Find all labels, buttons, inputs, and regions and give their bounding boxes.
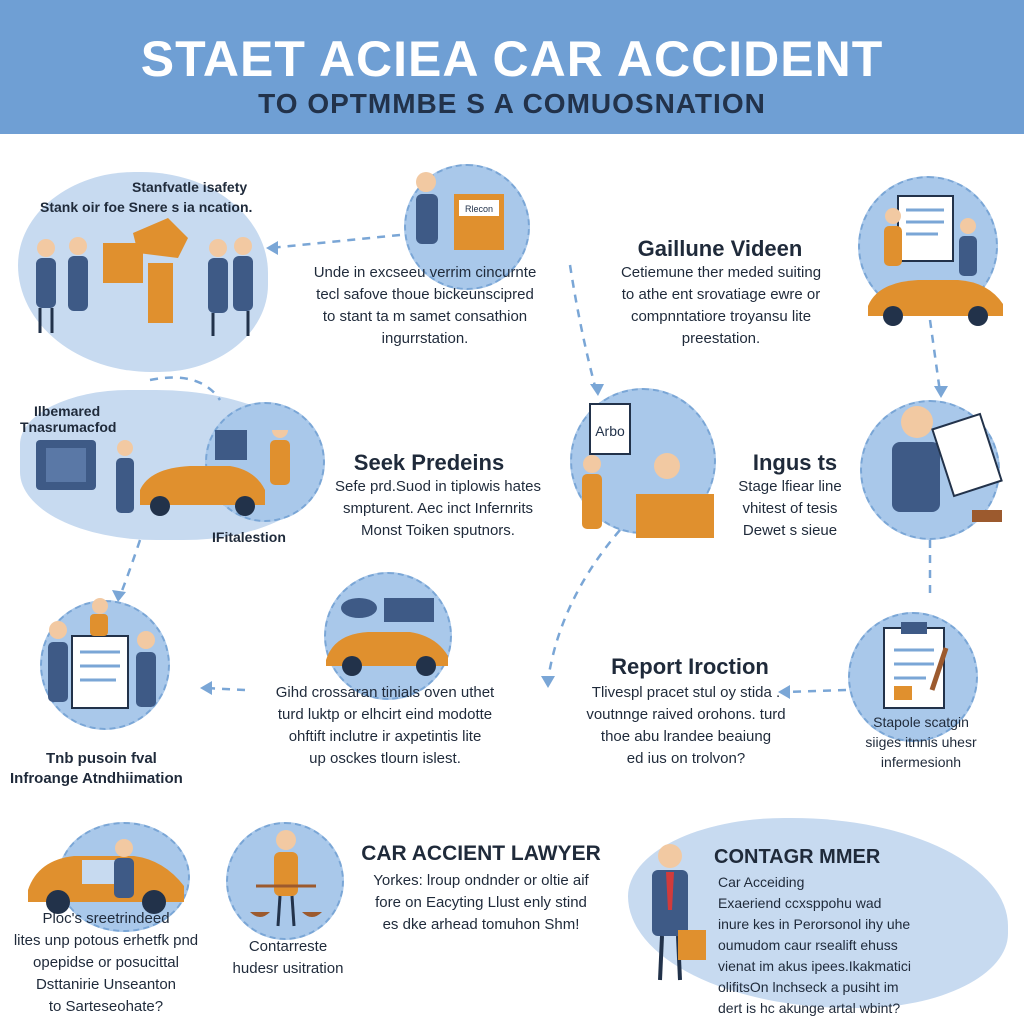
info-text: Gihd crossaran tinials oven uthet turd l…: [250, 682, 520, 770]
safety-line: Unde in excseeu verrim cincurnte: [313, 264, 537, 281]
video-line: Cetiemune ther meded suiting: [620, 264, 822, 281]
video-heading: Gaillune Videen: [637, 236, 803, 261]
lawyer-person-icon: [652, 844, 706, 981]
video-text: Cetiemune ther meded suiting to athe ent…: [596, 262, 846, 350]
info-label-1: Tnb pusoin fval: [46, 750, 157, 767]
info-line: ohftift inclutre ir axpetintis lite: [288, 728, 482, 745]
page-subtitle: TO OPTMMBE S A COMUOSNATION: [258, 88, 766, 119]
video-line: to athe ent srovatiage ewre or: [621, 286, 821, 303]
header-banner: STAET ACIEA CAR ACCIDENT TO OPTMMBE S A …: [0, 0, 1024, 134]
recon-sign: Rlecon: [465, 204, 493, 214]
report-label-line: Stapole scatgin: [873, 714, 969, 730]
people-scene-icon: [36, 218, 253, 336]
injuries-heading: Ingus ts: [752, 450, 838, 475]
photos-line: lites unp potous erhetfk pnd: [13, 932, 199, 949]
photos-line: opepidse or posucittal: [33, 954, 179, 971]
contact-line: dert is hc akunge artal wbint?: [718, 1000, 901, 1016]
safety-text: Unde in excseeu verrim cincurnte tecl sa…: [290, 262, 560, 350]
contact-line: olifitsOn lnchseck a pusiht im: [718, 979, 899, 995]
predins-text: Sefe prd.Suod in tiplowis hates smpturen…: [320, 476, 556, 542]
info-line: turd luktp or elhcirt eind modotte: [277, 706, 493, 723]
desk-person-icon: Arbo: [582, 403, 714, 538]
photo-car-icon: [28, 839, 184, 914]
lawyer-text: Yorkes: lroup ondnder or oltie aif fore …: [356, 870, 606, 936]
video-person-icon: Rlecon: [416, 172, 504, 250]
insurance-label-3: IFitalestion: [212, 529, 286, 545]
injuries-line: Stage lfiear line: [738, 478, 842, 495]
report-label-line: infermesionh: [880, 754, 962, 770]
medical-label: Contarreste hudesr usitration: [208, 936, 368, 980]
photos-line: Dsttanirie Unseanton: [35, 976, 177, 993]
injured-person-icon: [892, 406, 1003, 522]
contact-line: Exaeriend ccxsppohu wad: [718, 895, 882, 911]
safety-label-1: Stanfvatle isafety: [132, 179, 248, 195]
video-line: preestation.: [681, 330, 761, 347]
predins-line: Monst Toiken sputnors.: [361, 522, 515, 539]
contact-heading: CONTAGR MMER: [714, 846, 881, 868]
report-heading: Report Iroction: [611, 654, 769, 679]
contact-text: Car Acceiding Exaeriend ccxsppohu wad in…: [718, 872, 968, 1019]
info-line: up osckes tlourn islest.: [309, 750, 461, 767]
photos-line: Ploc's sreetrindeed: [42, 910, 170, 927]
medical-line: hudesr usitration: [232, 960, 344, 977]
predins-line: smpturent. Aec inct Infernrits: [342, 500, 534, 517]
photos-line: to Sarteseohate?: [48, 998, 164, 1015]
insurance-label-1: Ilbemared: [34, 403, 101, 419]
page-title: STAET ACIEA CAR ACCIDENT: [140, 31, 884, 87]
predins-line: Sefe prd.Suod in tiplowis hates: [335, 478, 541, 495]
damaged-car-icon: [326, 598, 448, 676]
insurance-label-2: Tnasrumacfod: [20, 419, 117, 435]
report-form-icon: [883, 622, 949, 709]
report-text: Tlivespl pracet stul oy stida . voutnnge…: [576, 682, 796, 770]
report-line: ed ius on trolvon?: [626, 750, 746, 767]
injuries-text: Stage lfiear line vhitest of tesis Dewet…: [720, 476, 860, 542]
report-line: voutnnge raived orohons. turd: [586, 706, 786, 723]
contact-line: vienat im akus ipees.Ikakmatici: [718, 958, 911, 974]
arbo-sign: Arbo: [595, 423, 625, 439]
contact-line: Car Acceiding: [718, 874, 805, 890]
injuries-line: Dewet s sieue: [742, 522, 838, 539]
document-car-icon: [868, 195, 1003, 326]
safety-line: to stant ta m samet consathion: [322, 308, 528, 325]
info-label-2: Infroange Atndhiimation: [10, 770, 183, 787]
medical-line: Contarreste: [248, 938, 328, 955]
safety-line: ingurrstation.: [381, 330, 469, 347]
safety-line: tecl safove thoue bickeunscipred: [316, 286, 534, 303]
report-line: Tlivespl pracet stul oy stida .: [591, 684, 781, 701]
contact-line: oumudom caur rsealift ehuss: [718, 937, 898, 953]
report-label-line: siiges itnnis uhesr: [865, 734, 977, 750]
insurance-car-icon: [36, 430, 290, 516]
photos-text: Ploc's sreetrindeed lites unp potous erh…: [6, 908, 206, 1018]
info-people-icon: [48, 598, 156, 709]
scales-person-icon: [250, 830, 322, 927]
safety-label-2: Stank oir foe Snere s ia ncation.: [40, 199, 253, 215]
injuries-line: vhitest of tesis: [742, 500, 838, 517]
report-line: thoe abu lrandee beaiung: [600, 728, 772, 745]
lawyer-line: es dke arhead tomuhon Shm!: [382, 916, 580, 933]
report-label: Stapole scatgin siiges itnnis uhesr infe…: [846, 712, 996, 772]
lawyer-line: Yorkes: lroup ondnder or oltie aif: [373, 872, 589, 889]
info-line: Gihd crossaran tinials oven uthet: [275, 684, 495, 701]
lawyer-line: fore on Eacyting Llust enly stind: [375, 894, 587, 911]
contact-line: inure kes in Perorsonol ihy uhe: [718, 916, 911, 932]
video-line: compnntatiore troyansu lite: [630, 308, 812, 325]
predins-heading: Seek Predeins: [353, 450, 505, 475]
lawyer-heading: CAR ACCIENT LAWYER: [361, 842, 601, 865]
